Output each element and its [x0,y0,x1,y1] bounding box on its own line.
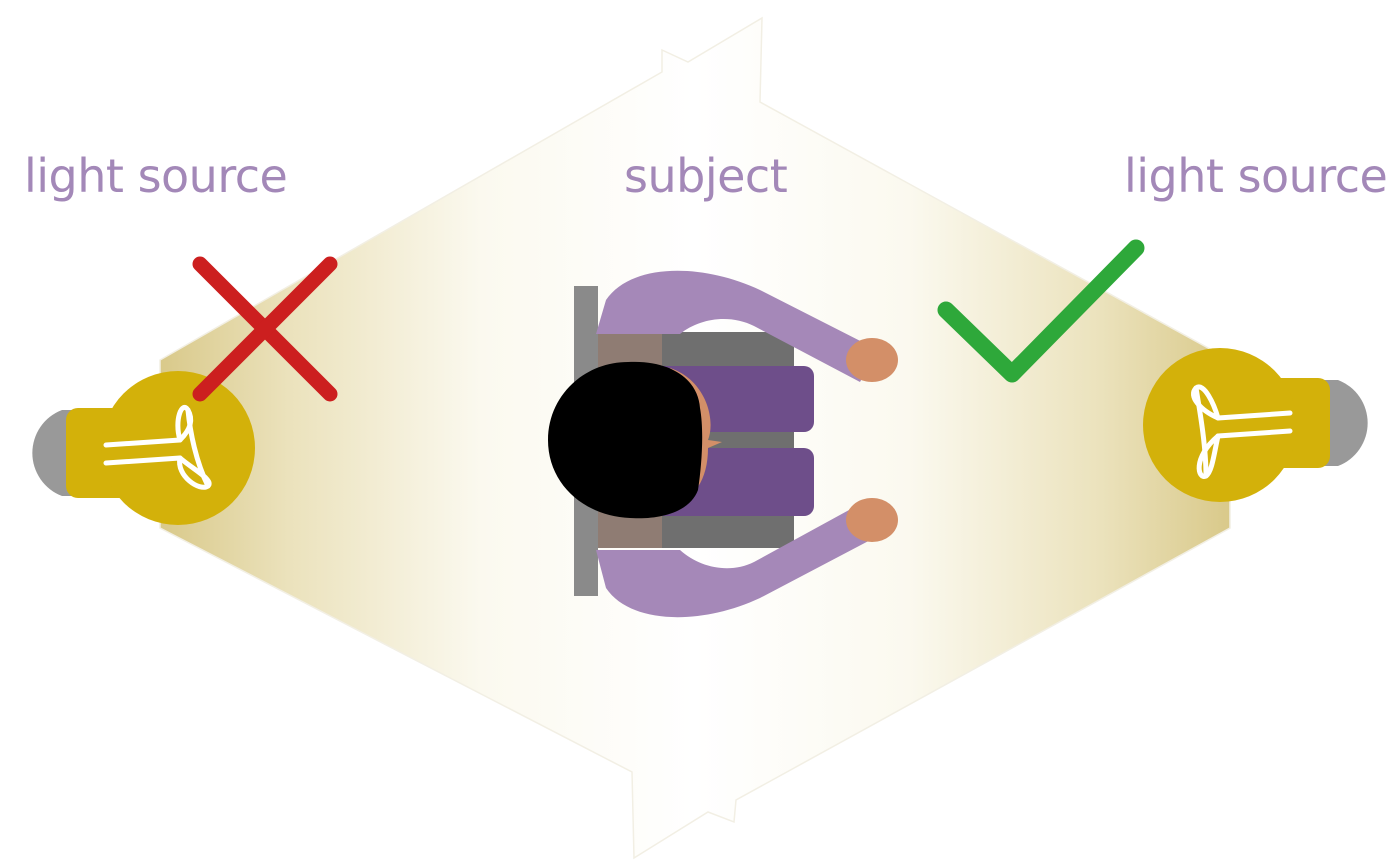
left-light-source-label: light source [24,153,287,199]
left-light-bulb-icon [32,371,255,525]
right-light-bulb-icon [1143,348,1368,502]
subject-label: subject [624,153,787,199]
right-light-source-label: light source [1124,153,1387,199]
hand-top [846,338,898,382]
hand-bottom [846,498,898,542]
